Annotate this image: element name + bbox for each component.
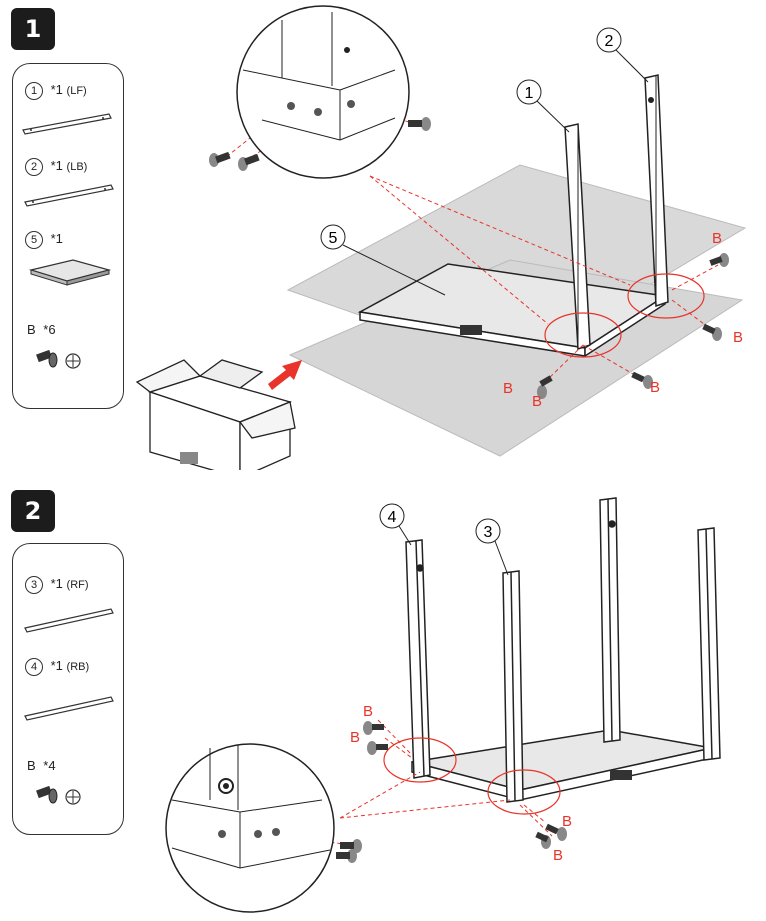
bolt-tag-9: B xyxy=(553,847,563,864)
bolt-tag-6: B xyxy=(363,703,373,720)
callout-2: 2 xyxy=(596,27,649,83)
bolt-b-letter: B xyxy=(27,322,36,337)
bolt-tags-2: B B B B xyxy=(350,703,572,864)
bolt-tag-2: B xyxy=(733,329,743,346)
step-1-parts-panel: 1 *1 (LF) 2 *1 (LB) 5 *1 B *6 xyxy=(12,63,124,409)
part-4-qty: *1 xyxy=(50,658,63,673)
bolt-tag-1: B xyxy=(712,230,722,247)
phillips-icon-2 xyxy=(65,789,81,805)
step-1-number: 1 xyxy=(24,15,42,43)
callout-4-text: 4 xyxy=(388,509,397,526)
callout-1: 1 xyxy=(516,79,570,133)
part-3-code: (RF) xyxy=(66,579,89,591)
part-4-number: 4 xyxy=(25,658,43,676)
bolt-b-label-2: B *4 xyxy=(27,758,56,773)
bolt-b-letter-2: B xyxy=(27,758,36,773)
callout-5-text: 5 xyxy=(329,230,338,247)
part-2-number: 2 xyxy=(25,158,43,176)
part-5-label: 5 *1 xyxy=(25,231,63,249)
callout-2-text: 2 xyxy=(605,33,614,50)
bolt-b-label: B *6 xyxy=(27,322,56,337)
board-drawing xyxy=(28,259,112,286)
bolt-tag-8: B xyxy=(562,813,572,830)
part-4-code: (RB) xyxy=(66,661,90,673)
bolt-tag-5: B xyxy=(650,379,660,396)
leg-3 xyxy=(502,570,524,803)
part-5-number: 5 xyxy=(25,231,43,249)
detail-guides xyxy=(224,103,719,383)
arrow-icon xyxy=(268,360,302,390)
part-1-code: (LF) xyxy=(66,85,87,97)
part-2-label: 2 *1 (LB) xyxy=(25,158,87,176)
callout-3-text: 3 xyxy=(484,524,493,541)
rail-lb-drawing xyxy=(24,184,114,207)
packaging-box xyxy=(135,359,296,470)
step-1-badge: 1 xyxy=(11,8,55,50)
leg-4 xyxy=(405,539,431,779)
part-1-qty: *1 xyxy=(50,82,63,97)
step-2-parts-panel: 3 *1 (RF) 4 *1 (RB) B *4 xyxy=(12,543,124,835)
joint-highlight-front xyxy=(544,312,622,358)
step-1-parts-drawings xyxy=(22,113,114,369)
callout-4: 4 xyxy=(379,503,412,546)
step-2-parts-drawings xyxy=(24,608,114,805)
joint-highlight-front-2 xyxy=(487,769,561,815)
bolt-tag-4: B xyxy=(532,393,542,410)
bolt-tag-3: B xyxy=(503,380,513,397)
phillips-icon xyxy=(65,353,81,369)
part-2-qty: *1 xyxy=(50,158,63,173)
joint-highlight-left xyxy=(383,737,457,783)
callout-5: 5 xyxy=(320,224,446,296)
joint-highlight-back xyxy=(627,273,705,319)
leg-back-right xyxy=(697,527,721,761)
part-3-number: 3 xyxy=(25,576,43,594)
bolt-tags: B B B B B xyxy=(503,230,743,410)
leg-back-left xyxy=(599,497,621,743)
bolt-tag-7: B xyxy=(350,729,360,746)
bolt-b-qty-2: *4 xyxy=(43,758,56,773)
detail-zoom-step1 xyxy=(236,5,410,179)
step-2-badge: 2 xyxy=(11,490,55,532)
bolt-icons xyxy=(209,117,729,399)
leg-1 xyxy=(564,123,591,351)
rail-rb-drawing xyxy=(24,696,114,721)
part-1-label: 1 *1 (LF) xyxy=(25,82,87,100)
rail-rf-drawing xyxy=(24,608,114,633)
bolt-b-icon-2 xyxy=(36,785,58,804)
step-1-diagram: 1 2 5 B B B B B xyxy=(135,5,747,470)
detail-zoom-step2 xyxy=(165,743,335,913)
leg-2 xyxy=(644,74,669,308)
rail-lf-drawing xyxy=(22,113,112,135)
step-2-number: 2 xyxy=(24,497,42,525)
callout-1-text: 1 xyxy=(525,85,534,102)
part-3-qty: *1 xyxy=(50,576,63,591)
bolt-b-qty: *6 xyxy=(43,322,56,337)
part-2-code: (LB) xyxy=(66,161,88,173)
part-5-qty: *1 xyxy=(50,231,63,246)
part-1-number: 1 xyxy=(25,82,43,100)
callout-3: 3 xyxy=(475,518,509,576)
bolt-b-icon xyxy=(36,349,58,368)
step2-frame xyxy=(411,729,713,801)
part-3-label: 3 *1 (RF) xyxy=(25,576,89,594)
bolt-icons-2 xyxy=(336,721,567,863)
part-4-label: 4 *1 (RB) xyxy=(25,658,89,676)
